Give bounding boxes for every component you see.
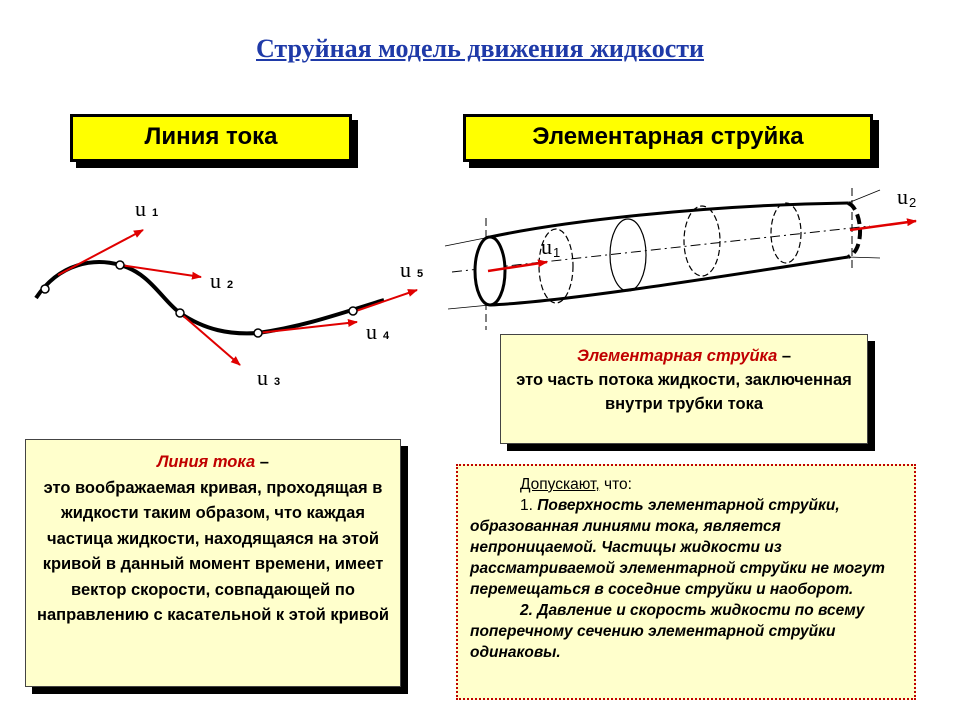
streamline-ext-bottom-left: [447, 304, 491, 310]
tube-label-u1: u1: [541, 234, 560, 260]
streamline-point: [115, 260, 125, 270]
streamline-point: [348, 306, 358, 316]
streamline-ext-top-left: [444, 236, 491, 247]
streamline-ext-bottom-right: [847, 256, 881, 259]
streamline-point: [175, 308, 185, 318]
cross-section: [770, 202, 802, 264]
velocity-vector-u3: [179, 312, 241, 366]
streamline-point: [40, 284, 50, 294]
velocity-vector-u5: [352, 289, 418, 313]
assumptions-lead-rest: что:: [599, 476, 632, 493]
page-title: Струйная модель движения жидкости: [256, 34, 704, 63]
streamline-point: [253, 328, 263, 338]
assumptions-box: Допускают, что: 1. Поверхность элементар…: [456, 464, 916, 700]
velocity-vector-u4: [257, 319, 358, 334]
assumptions-lead: Допускают, что:: [470, 474, 902, 495]
streamline-ext-top-right: [847, 189, 881, 204]
tube-bottom-edge: [489, 255, 849, 307]
stream-tube-diagram: u1 u2: [444, 184, 917, 330]
tube-vector-u1: [487, 259, 548, 273]
tube-definition-text: это часть потока жидкости, заключенная в…: [516, 371, 852, 413]
streamline-definition-text: это воображаемая кривая, проходящая в жи…: [37, 478, 389, 625]
assumption-2-text: Давление и скорость жидкости по всему по…: [470, 602, 865, 661]
assumption-1-number: 1.: [520, 497, 533, 514]
streamline-definition-dash: –: [255, 453, 269, 471]
streamline-label-box: Линия тока: [70, 114, 352, 162]
streamline-definition-term: Линия тока: [157, 453, 256, 471]
tube-definition-dash: –: [777, 347, 792, 365]
tube-label-box: Элементарная струйка: [463, 114, 873, 162]
assumptions-lead-word: Допускают,: [520, 476, 600, 493]
assumption-1: 1. Поверхность элементарной струйки, обр…: [470, 495, 902, 600]
assumption-1-text: Поверхность элементарной струйки, образо…: [470, 497, 885, 598]
velocity-vector-u1: [57, 229, 144, 276]
tube-definition-box: Элементарная струйка – это часть потока …: [500, 334, 868, 444]
velocity-vector-u2: [119, 264, 202, 280]
assumption-2: 2. Давление и скорость жидкости по всему…: [470, 600, 902, 663]
streamline-definition-box: Линия тока – это воображаемая кривая, пр…: [25, 439, 401, 687]
tube-label-u2: u2: [897, 184, 916, 210]
cross-section: [609, 218, 647, 292]
assumption-2-number: 2.: [520, 602, 533, 619]
cross-section: [683, 205, 721, 277]
tube-definition-term: Элементарная струйка: [576, 347, 778, 365]
tube-vector-u2: [849, 218, 917, 232]
cross-section: [538, 228, 574, 304]
